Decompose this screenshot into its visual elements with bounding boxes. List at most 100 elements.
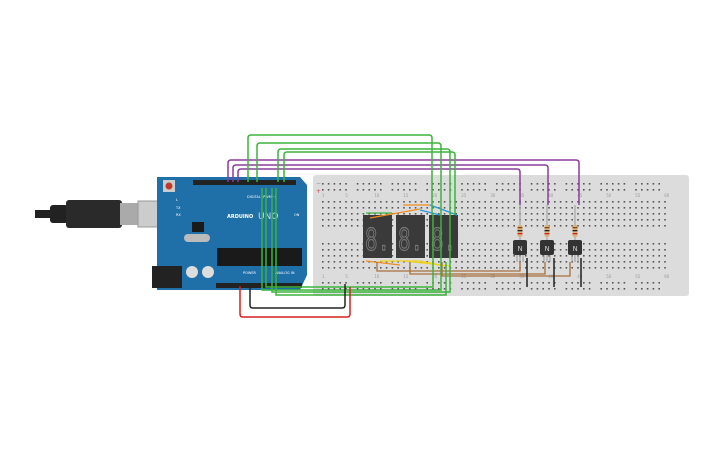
breadboard-hole xyxy=(397,207,399,209)
breadboard-hole xyxy=(559,243,562,245)
npn-transistor[interactable]: N xyxy=(513,205,527,262)
breadboard-hole xyxy=(635,207,637,209)
breadboard-hole xyxy=(652,189,655,191)
breadboard-hole xyxy=(426,213,428,215)
wire-green-4 xyxy=(283,151,456,215)
breadboard-hole xyxy=(536,207,539,209)
breadboard-hole xyxy=(397,267,399,269)
breadboard-hole xyxy=(501,243,504,245)
breadboard-hole xyxy=(565,249,568,251)
breadboard-hole xyxy=(322,225,324,227)
breadboard-hole xyxy=(380,183,382,185)
breadboard-hole xyxy=(612,255,614,257)
display-digit: 8. xyxy=(365,223,390,258)
resistor[interactable] xyxy=(572,225,578,237)
breadboard-hole xyxy=(594,207,597,209)
breadboard-hole xyxy=(641,282,643,284)
breadboard-hole xyxy=(507,255,510,257)
breadboard-hole xyxy=(559,249,562,251)
breadboard-hole xyxy=(571,207,573,209)
breadboard-hole xyxy=(356,255,359,257)
breadboard-hole xyxy=(391,183,394,185)
breadboard-hole xyxy=(478,261,481,263)
breadboard-hole xyxy=(461,249,463,251)
breadboard-hole xyxy=(403,201,405,203)
breadboard-hole xyxy=(501,255,504,257)
breadboard-hole xyxy=(583,267,585,269)
breadboard-hole xyxy=(617,213,620,215)
breadboard-hole xyxy=(606,207,608,209)
resistor[interactable] xyxy=(544,225,550,237)
breadboard-hole xyxy=(478,207,481,209)
column-label: 25 xyxy=(461,193,467,198)
breadboard-hole xyxy=(583,213,585,215)
wire-black-gnd xyxy=(249,284,346,309)
breadboard-hole xyxy=(641,249,643,251)
breadboard-hole xyxy=(594,249,597,251)
breadboard-hole xyxy=(438,183,440,185)
breadboard-hole xyxy=(327,183,330,185)
breadboard-hole xyxy=(426,189,428,191)
breadboard-hole xyxy=(646,183,649,185)
resistor[interactable] xyxy=(517,225,523,237)
npn-transistor[interactable]: N xyxy=(540,205,554,262)
npn-transistor[interactable]: N xyxy=(568,205,582,262)
arduino-uno[interactable]: ARDUINO UNO DIGITAL (PWM~) POWER ANALOG … xyxy=(152,177,307,290)
breadboard-hole xyxy=(559,201,562,203)
breadboard-hole xyxy=(629,207,631,209)
breadboard-hole xyxy=(484,201,486,203)
breadboard-hole xyxy=(612,201,614,203)
breadboard-hole xyxy=(652,183,655,185)
seven-segment-display[interactable]: 8. xyxy=(396,215,425,259)
breadboard-hole xyxy=(635,225,637,227)
seven-segment-display[interactable]: 8. xyxy=(363,215,392,259)
breadboard-hole xyxy=(467,219,469,221)
breadboard-hole xyxy=(571,201,573,203)
breadboard-hole xyxy=(606,243,608,245)
breadboard-hole xyxy=(351,213,353,215)
column-label: 45 xyxy=(577,193,583,198)
breadboard-hole xyxy=(484,213,486,215)
usb-cable[interactable] xyxy=(35,200,165,228)
breadboard-hole xyxy=(606,189,608,191)
breadboard-hole xyxy=(368,282,370,284)
power-label: POWER xyxy=(243,271,257,275)
wire-green-6 xyxy=(275,188,447,296)
breadboard-hole xyxy=(409,288,411,290)
breadboard-hole xyxy=(583,255,585,257)
breadboard-hole xyxy=(600,249,602,251)
breadboard-hole xyxy=(617,183,620,185)
arduino-brand-label: ARDUINO xyxy=(227,214,253,220)
breadboard-hole xyxy=(322,183,324,185)
breadboard-hole xyxy=(339,189,341,191)
breadboard-hole xyxy=(548,207,550,209)
breadboard-hole xyxy=(356,189,359,191)
breadboard-hole xyxy=(345,261,347,263)
breadboard-hole xyxy=(397,282,399,284)
breadboard-hole xyxy=(496,243,498,245)
breadboard-hole xyxy=(530,261,533,263)
breadboard-hole xyxy=(658,261,660,263)
breadboard-hole xyxy=(606,225,608,227)
breadboard-hole xyxy=(658,219,660,221)
breadboard-hole xyxy=(322,249,324,251)
breadboard-hole xyxy=(548,267,550,269)
breadboard-hole xyxy=(368,267,370,269)
breadboard-hole xyxy=(646,267,649,269)
breadboard-hole xyxy=(391,261,394,263)
breadboard-hole xyxy=(443,207,446,209)
breadboard-hole xyxy=(461,267,463,269)
breadboard-hole xyxy=(420,207,423,209)
breadboard-hole xyxy=(467,207,469,209)
breadboard-hole xyxy=(484,183,486,185)
breadboard-hole xyxy=(327,282,330,284)
breadboard-hole xyxy=(403,267,405,269)
breadboard-hole xyxy=(385,261,388,263)
breadboard-hole xyxy=(322,243,324,245)
breadboard-hole xyxy=(339,201,341,203)
wire-purple-2 xyxy=(232,164,549,205)
seven-segment-display[interactable]: 8. xyxy=(429,215,458,259)
breadboard-hole xyxy=(322,201,324,203)
breadboard-hole xyxy=(391,225,394,227)
breadboard-hole xyxy=(472,282,475,284)
